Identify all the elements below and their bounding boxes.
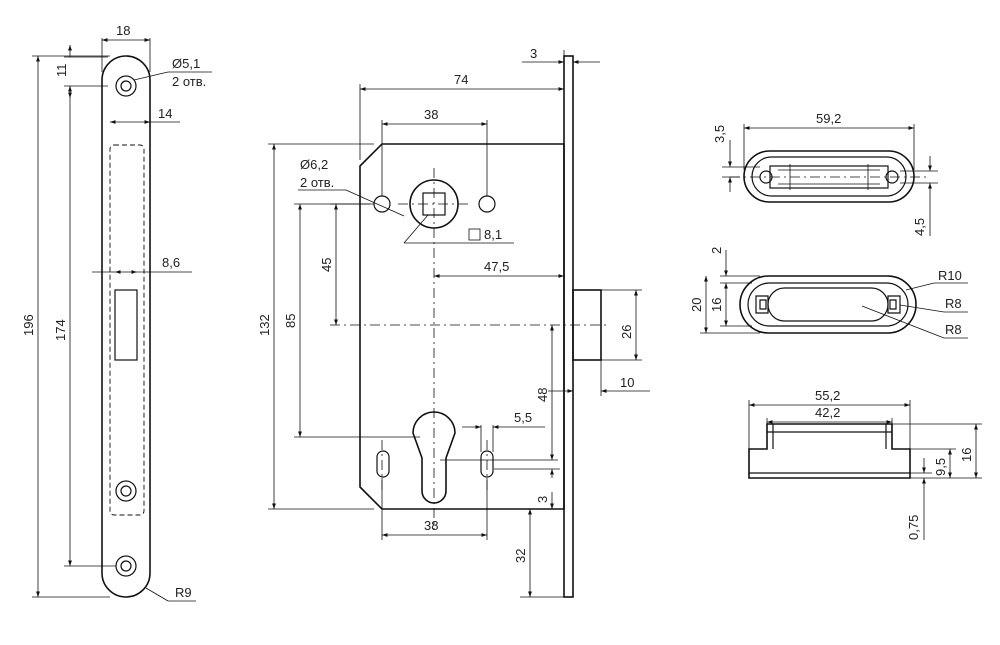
strike-top-length-label: 59,2 (816, 111, 841, 126)
body-plate-thickness-label: 3 (530, 46, 537, 61)
faceplate-hidden-latch-outline (109, 144, 145, 516)
body-bottom-offset-label: 3 (535, 496, 550, 503)
faceplate-radius-label: R9 (175, 585, 192, 600)
faceplate-hole-spacing-label: 174 (53, 319, 68, 341)
body-depth-label: 74 (454, 72, 468, 87)
body-backset-label: 47,5 (484, 259, 509, 274)
strike-side-plate-thickness-label: 0,75 (906, 515, 921, 540)
strike-mid-outer-height-label: 20 (689, 298, 704, 312)
body-spindle-square-label: 8,1 (484, 227, 502, 242)
strike-side-view: 55,2 42,2 16 9,5 0,75 (748, 388, 982, 540)
faceplate-bolt-width-label: 8,6 (162, 255, 180, 270)
faceplate-latch-width-label: 14 (158, 106, 172, 121)
strike-side-total-height-label: 16 (959, 448, 974, 462)
strike-side-outer-length-label: 55,2 (815, 388, 840, 403)
faceplate-view: 18 11 Ø5,1 2 отв. 14 8,6 196 174 (21, 23, 212, 602)
strike-top-view: 59,2 3,5 4,5 (712, 111, 938, 236)
lock-front-plate (563, 55, 574, 598)
body-slot-width-label: 5,5 (514, 410, 532, 425)
body-top-hole-spacing-label: 38 (424, 107, 438, 122)
strike-top-offset-top-label: 3,5 (712, 125, 727, 143)
strike-side-inner-length-label: 42,2 (815, 405, 840, 420)
strike-mid-radius-outer-label: R10 (938, 268, 962, 283)
strike-mid-radius-inner-2-label: R8 (945, 322, 962, 337)
body-bottom-hole-spacing-label: 38 (424, 518, 438, 533)
body-bolt-height-label: 26 (619, 325, 634, 339)
body-height-label: 132 (257, 314, 272, 336)
body-bolt-throw-label: 10 (620, 375, 634, 390)
faceplate-hole-count-label: 2 отв. (172, 74, 206, 89)
faceplate-outline (101, 55, 151, 598)
mount-slot-right (480, 450, 494, 478)
strike-mid-outer (739, 275, 917, 334)
faceplate-bottom-hole (115, 555, 137, 577)
faceplate-bolt-slot (114, 289, 138, 361)
faceplate-hole-diameter-label: Ø5,1 (172, 56, 200, 71)
strike-mid-inner-height-label: 16 (709, 298, 724, 312)
fix-hole-right (478, 195, 496, 213)
faceplate-mid-hole (115, 480, 137, 502)
mount-slot-left (376, 450, 390, 478)
strike-mid-radius-inner-1-label: R8 (945, 296, 962, 311)
body-spindle-to-bolt-label: 45 (319, 258, 334, 272)
faceplate-top-hole (115, 75, 137, 97)
faceplate-width-label: 18 (116, 23, 130, 38)
strike-top-offset-bottom-label: 4,5 (912, 218, 927, 236)
strike-top-outer (743, 150, 915, 203)
cylinder-hole (412, 411, 456, 504)
body-cylinder-distance-label: 48 (535, 388, 550, 402)
lock-body-view: 3 74 38 Ø6,2 2 отв. 8,1 47,5 45 132 (257, 46, 650, 598)
square-symbol-icon (468, 228, 481, 241)
faceplate-hole-offset-label: 11 (54, 64, 69, 78)
faceplate-height-label: 196 (21, 314, 36, 336)
body-fix-hole-count-label: 2 отв. (300, 175, 334, 190)
body-bottom-distance-label: 32 (513, 549, 528, 563)
body-fix-spacing-label: 85 (283, 314, 298, 328)
body-fix-hole-diameter-label: Ø6,2 (300, 157, 328, 172)
strike-mid-view: 2 20 16 R10 R8 R8 (689, 247, 968, 339)
strike-side-inner-height-label: 9,5 (933, 458, 948, 476)
lock-case-outline (359, 143, 565, 510)
strike-mid-gap-label: 2 (709, 247, 724, 254)
